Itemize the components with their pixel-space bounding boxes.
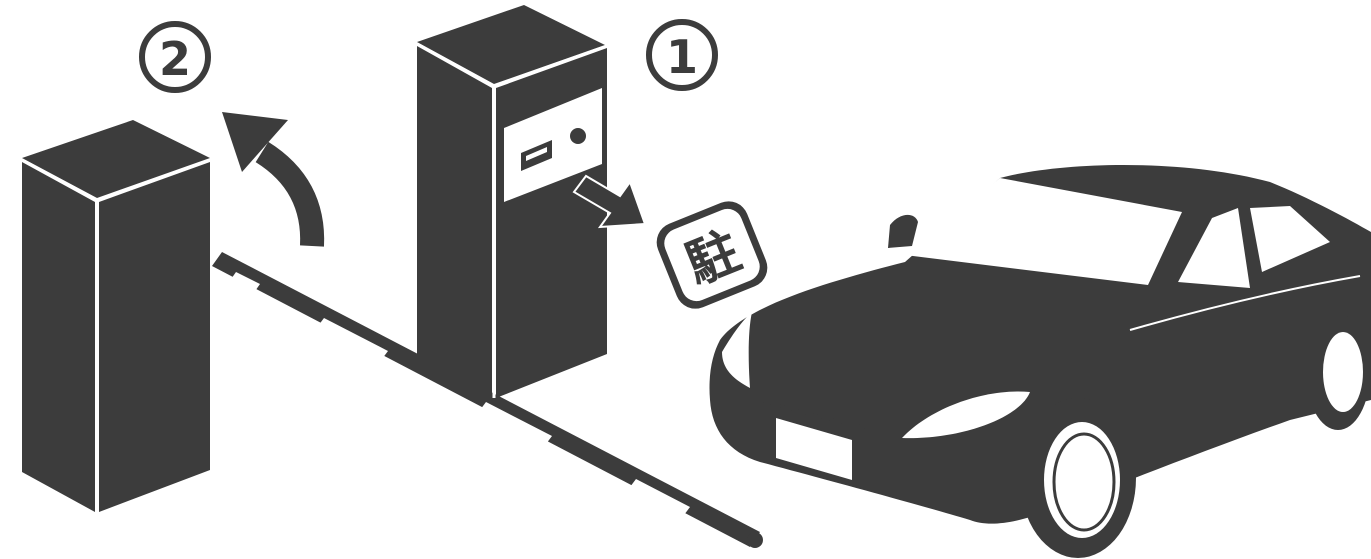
step-1-label: ① 1 [649, 22, 715, 88]
step-1-numeral: 1 [666, 30, 698, 84]
raise-arrow-shaft [262, 152, 312, 246]
car-front-wheel-hub [1054, 434, 1114, 530]
gate-box [22, 120, 210, 512]
gate-box-side [99, 162, 210, 512]
parking-ticket: 駐 [651, 195, 774, 314]
ticket-button-icon [570, 128, 586, 144]
car-mirror [888, 215, 918, 248]
car [709, 165, 1371, 558]
step-2-label: ② 2 [142, 24, 208, 90]
ticket-machine-front [417, 46, 492, 398]
raise-arrow-icon [222, 112, 312, 246]
car-rear-wheel [1323, 332, 1363, 412]
gate-box-front [22, 162, 95, 512]
step-2-numeral: 2 [159, 32, 191, 86]
barrier-arm-tip [747, 532, 763, 548]
ticket-machine [417, 5, 607, 398]
